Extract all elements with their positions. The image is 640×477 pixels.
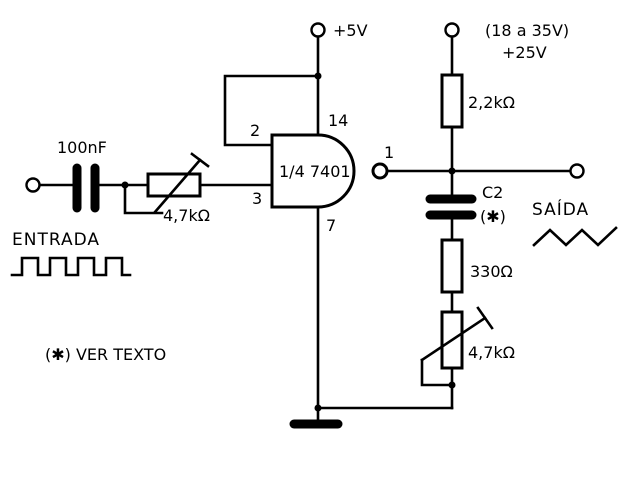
c2-note: (✱) xyxy=(480,207,506,226)
output-terminal xyxy=(569,163,585,179)
c2-label: C2 xyxy=(482,183,503,202)
pin-1-label: 1 xyxy=(384,143,394,162)
supply-range-label: (18 a 35V) xyxy=(485,21,569,40)
load-resistor-label: 2,2kΩ xyxy=(468,93,515,112)
input-potentiometer xyxy=(146,172,202,198)
output-waveform: SAÍDA xyxy=(532,198,618,247)
note-label: (✱) VER TEXTO xyxy=(45,345,166,364)
nand-gate: 1/4 7401 1 xyxy=(270,133,394,209)
load-resistor xyxy=(440,73,464,129)
ground: 7 xyxy=(289,205,454,429)
supply-terminal xyxy=(444,22,460,38)
sawtooth-wave-icon xyxy=(532,226,618,247)
series-resistor-label: 330Ω xyxy=(470,262,513,281)
pin-7-label: 7 xyxy=(326,216,336,235)
vcc-supply: +5V 2 14 xyxy=(223,21,368,147)
pin-2-label: 2 xyxy=(250,121,260,140)
supply-voltage-label: +25V xyxy=(502,43,547,62)
input-capacitor-label: 100nF xyxy=(57,138,107,157)
input-terminal xyxy=(25,177,41,193)
vcc-label: +5V xyxy=(333,21,368,40)
output-label: SAÍDA xyxy=(532,198,589,220)
inverter-bubble xyxy=(371,162,389,180)
series-resistor xyxy=(440,238,464,294)
pin-3-label: 3 xyxy=(252,189,262,208)
input-waveform: ENTRADA xyxy=(10,230,132,277)
gate-label: 1/4 7401 xyxy=(279,162,351,181)
square-wave-icon xyxy=(10,256,132,277)
pin-14-label: 14 xyxy=(328,111,348,130)
output-network: (18 a 35V) +25V 2,2kΩ C2 (✱) 330Ω 4,7kΩ xyxy=(385,21,585,410)
input-label: ENTRADA xyxy=(12,230,100,250)
output-pot-label: 4,7kΩ xyxy=(468,343,515,362)
input-pot-label: 4,7kΩ xyxy=(163,206,210,225)
input-stage: 100nF 4,7kΩ 3 xyxy=(25,138,274,225)
vcc-terminal xyxy=(310,22,326,38)
